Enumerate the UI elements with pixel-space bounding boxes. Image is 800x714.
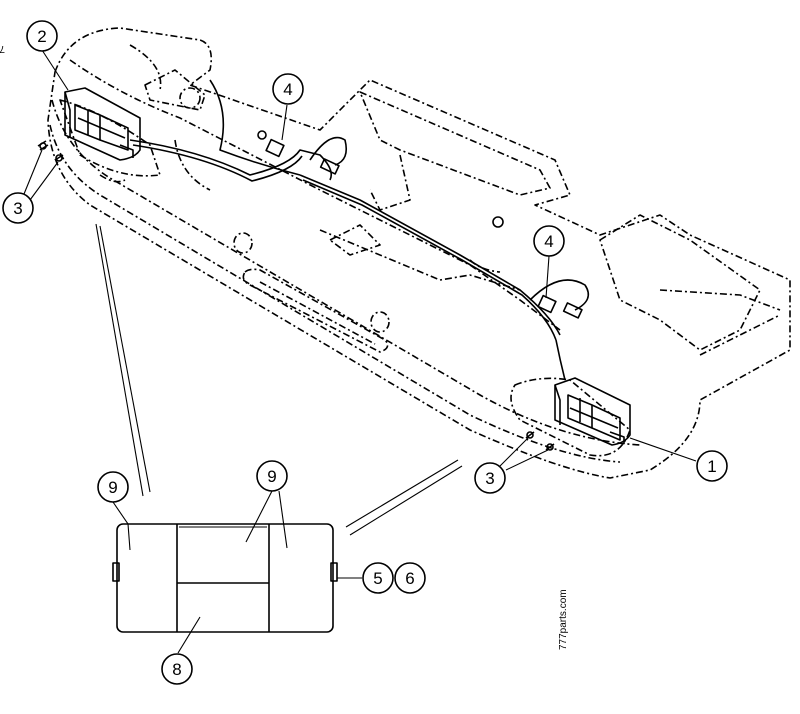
callout-9-left-label: 9 bbox=[108, 478, 117, 497]
callout-4-left: 4 bbox=[272, 73, 304, 105]
callout-5: 5 bbox=[362, 562, 394, 594]
wiring-harness bbox=[129, 79, 590, 381]
mounting-screws bbox=[37, 140, 555, 451]
callout-1-label: 1 bbox=[707, 457, 716, 476]
right-tail-lamp bbox=[554, 377, 631, 446]
callout-9-left: 9 bbox=[97, 471, 129, 503]
callout-6-label: 6 bbox=[405, 569, 414, 588]
watermark-side: 777parts.com bbox=[558, 589, 569, 650]
callout-4-right-label: 4 bbox=[544, 232, 553, 251]
callout-5-label: 5 bbox=[373, 569, 382, 588]
watermark-top-left: 777parts bbox=[0, 43, 5, 54]
callout-9-center-label: 9 bbox=[267, 467, 276, 486]
callout-9-center: 9 bbox=[256, 460, 288, 492]
rear-body-assembly bbox=[47, 27, 791, 479]
callout-4-left-label: 4 bbox=[283, 80, 292, 99]
callout-3-right-label: 3 bbox=[485, 469, 494, 488]
callout-6: 6 bbox=[394, 562, 426, 594]
callout-2: 2 bbox=[26, 20, 58, 52]
callout-1: 1 bbox=[696, 450, 728, 482]
callout-2-label: 2 bbox=[37, 27, 46, 46]
callout-3-left: 3 bbox=[2, 192, 34, 224]
leader-lines bbox=[23, 49, 697, 654]
lens-detail bbox=[112, 523, 338, 633]
left-tail-lamp bbox=[64, 87, 141, 161]
callout-8: 8 bbox=[161, 653, 193, 685]
callout-8-label: 8 bbox=[172, 660, 181, 679]
callout-3-right: 3 bbox=[474, 462, 506, 494]
projection-lines bbox=[95, 223, 463, 536]
callout-4-right: 4 bbox=[533, 225, 565, 257]
callout-3-left-label: 3 bbox=[13, 199, 22, 218]
